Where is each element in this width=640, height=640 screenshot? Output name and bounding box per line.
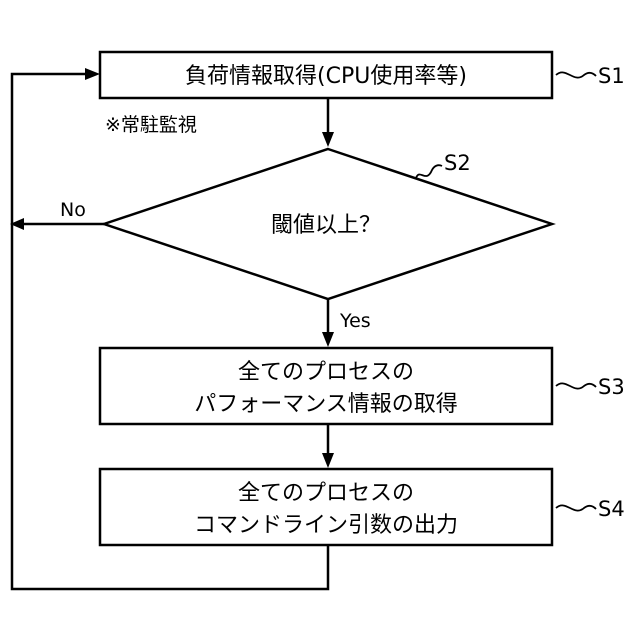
arrowhead-loop: [85, 68, 100, 80]
step-s1-leader: [556, 72, 596, 77]
step-s1: 負荷情報取得(CPU使用率等): [100, 52, 552, 98]
step-s4-id: S4: [598, 497, 625, 521]
step-s2: 閾値以上？: [104, 149, 552, 299]
branch-no-label: No: [60, 199, 86, 221]
arrowhead-s3-s4: [322, 453, 334, 468]
step-s3-line1: 全てのプロセスの: [238, 360, 414, 385]
step-s3-line2: パフォーマンス情報の取得: [194, 392, 458, 417]
monitor-note: ※常駐監視: [105, 114, 197, 136]
step-s2-label: 閾値以上？: [271, 213, 381, 238]
arrowhead-s2-s3: [322, 332, 334, 347]
step-s3: 全てのプロセスの パフォーマンス情報の取得: [100, 348, 552, 424]
step-s3-id: S3: [598, 375, 625, 399]
step-s4: 全てのプロセスの コマンドライン引数の出力: [100, 469, 552, 545]
step-s2-leader: [416, 165, 442, 178]
step-s3-leader: [556, 383, 596, 388]
step-s4-leader: [556, 505, 596, 510]
branch-yes-label: Yes: [339, 310, 371, 332]
step-s1-label: 負荷情報取得(CPU使用率等): [185, 64, 467, 89]
step-s2-id: S2: [444, 151, 471, 175]
step-s4-line2: コマンドライン引数の出力: [194, 513, 458, 538]
arrowhead-s1-s2: [322, 132, 334, 147]
step-s4-line1: 全てのプロセスの: [238, 481, 414, 506]
step-s1-id: S1: [598, 64, 625, 88]
